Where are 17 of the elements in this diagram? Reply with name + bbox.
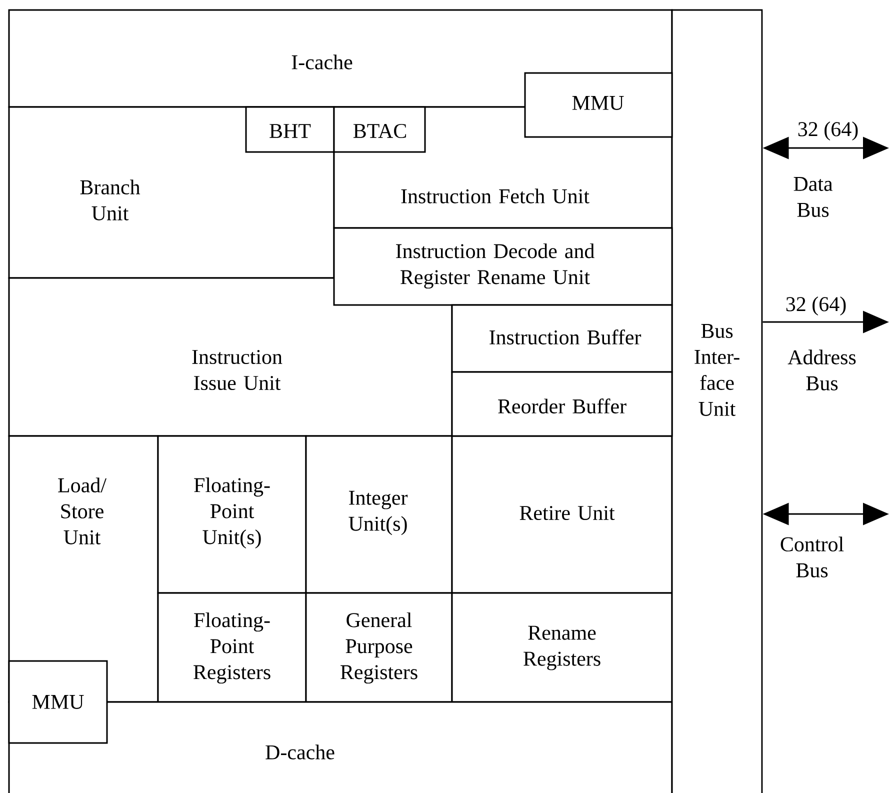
unit-box: General Purpose Registers (305, 592, 453, 703)
unit-box: Instruction Decode and Register Rename Unit (333, 227, 673, 306)
unit-box: BHT (245, 106, 335, 153)
edge-label: 32 (64) (784, 295, 848, 317)
unit-box: BTAC (333, 106, 426, 153)
unit-box: Instruction Buffer (451, 304, 673, 373)
bus-label: Address Bus (787, 350, 857, 390)
unit-box: Floating- Point Unit(s) (157, 435, 307, 594)
unit-box: Reorder Buffer (451, 371, 673, 437)
unit-box: Rename Registers (451, 592, 673, 703)
unit-box: Floating- Point Registers (157, 592, 307, 703)
bus-label: Data Bus (778, 177, 848, 217)
bus-label: Control Bus (777, 536, 847, 578)
unit-box: MMU (8, 660, 108, 744)
unit-box: Integer Unit(s) (305, 435, 453, 594)
unit-box: MMU (524, 72, 673, 138)
edge-label: 32 (64) (796, 120, 860, 142)
